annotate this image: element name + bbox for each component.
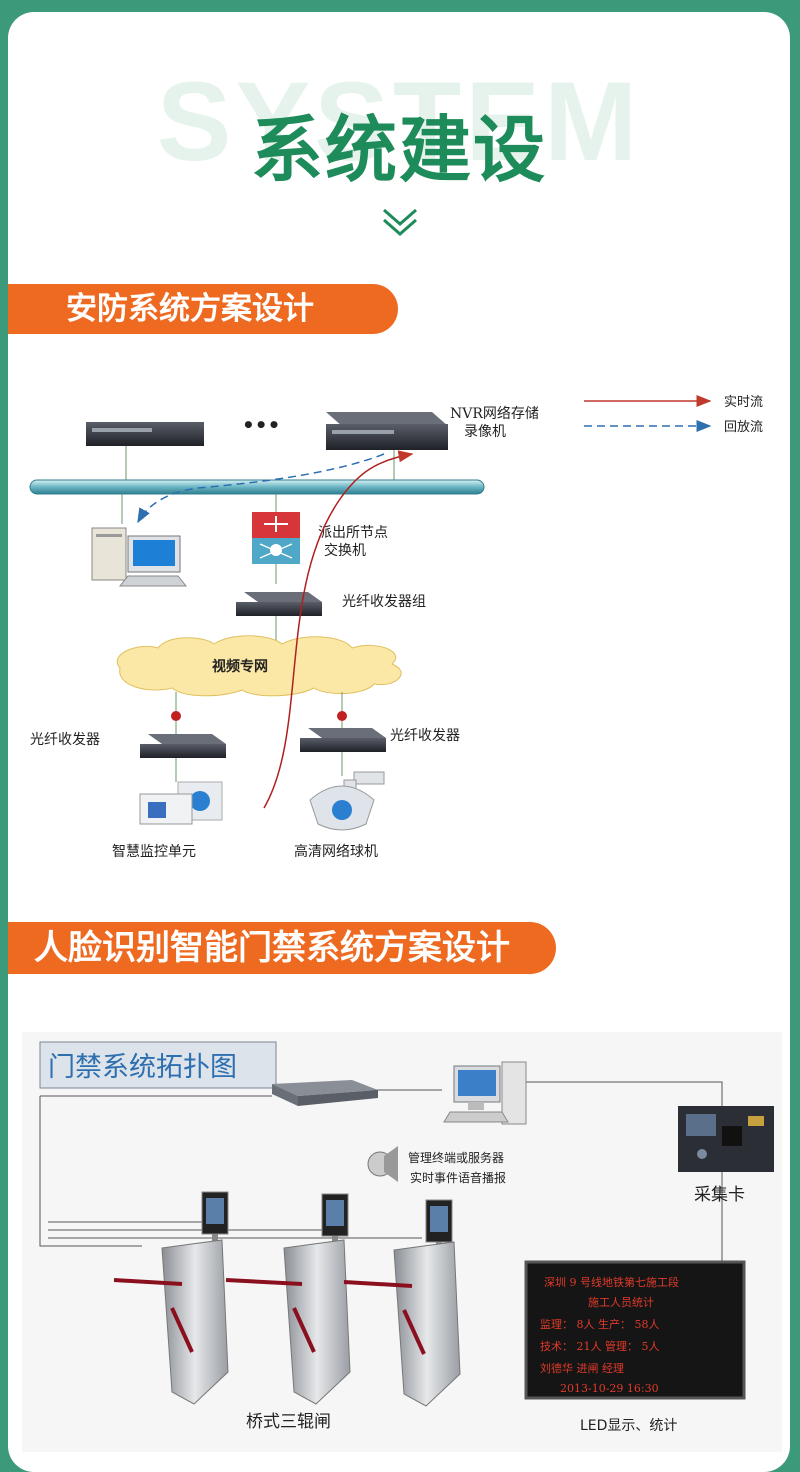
section-title: 安防系统方案设计 (8, 284, 398, 334)
legend-playback-label: 回放流 (724, 420, 763, 435)
switch-label: 派出所节点 (318, 525, 388, 541)
monitoring-pc-icon (92, 528, 186, 586)
realtime-stream-path (264, 454, 412, 808)
content-card: SYSTEM 系统建设 安防系统方案设计 ••• NVR网络存储 录像机 (8, 12, 790, 1472)
nvr-device-left (86, 422, 204, 446)
section-banner-access-control: 人脸识别智能门禁系统方案设计 (8, 922, 556, 974)
led-line: 深圳 9 号线地铁第七施工段 (544, 1275, 679, 1289)
hd-dome-camera-icon (310, 772, 384, 830)
fiber-transceiver-right-icon (300, 728, 386, 752)
fiber-node-icon (337, 711, 347, 721)
nvr-device-right (326, 412, 448, 450)
led-line: 刘德华 进闸 经理 (540, 1361, 624, 1375)
fiber-left-label: 光纤收发器 (30, 732, 100, 748)
double-chevron-down-icon (380, 208, 420, 238)
cloud-label: 视频专网 (212, 658, 268, 675)
smart-camera-unit-icon (140, 782, 222, 824)
section-banner-security: 安防系统方案设计 (8, 284, 398, 334)
server-label: 管理终端或服务器 (408, 1150, 504, 1165)
section-title: 人脸识别智能门禁系统方案设计 (8, 922, 556, 974)
unit-left-label: 智慧监控单元 (112, 844, 196, 860)
fiber-group-label: 光纤收发器组 (342, 594, 426, 610)
fiber-node-icon (171, 711, 181, 721)
capture-card-icon (678, 1106, 774, 1172)
led-caption: LED显示、统计 (580, 1418, 677, 1434)
unit-right-label: 高清网络球机 (294, 843, 378, 860)
fiber-transceiver-group-icon (236, 592, 322, 616)
page-title: 系统建设 (8, 108, 790, 192)
led-line: 监理： 8人 生产： 58人 (540, 1317, 660, 1331)
switch-label-2: 交换机 (324, 542, 366, 559)
access-control-topology-diagram: 门禁系统拓扑图 管理终端或服务器 (22, 1032, 782, 1452)
fiber-right-label: 光纤收发器 (390, 728, 460, 744)
nvr-label: NVR网络存储 (450, 406, 539, 422)
led-line: 施工人员统计 (588, 1296, 654, 1309)
capture-card-label: 采集卡 (694, 1185, 745, 1205)
led-line: 2013-10-29 16:30 (560, 1382, 659, 1395)
fiber-transceiver-left-icon (140, 734, 226, 758)
legend-realtime-label: 实时流 (724, 395, 763, 410)
ellipsis: ••• (242, 413, 280, 437)
led-line: 技术： 21人 管理： 5人 (540, 1339, 660, 1353)
security-topology-diagram: ••• NVR网络存储 录像机 实时流 回放流 (8, 372, 790, 872)
gates-label: 桥式三辊闸 (246, 1412, 331, 1432)
nvr-label-2: 录像机 (464, 424, 506, 440)
police-node-switch-icon (252, 512, 300, 564)
management-server-icon (444, 1062, 526, 1124)
voice-broadcast-label: 实时事件语音播报 (410, 1170, 506, 1185)
topology-title: 门禁系统拓扑图 (48, 1052, 237, 1083)
